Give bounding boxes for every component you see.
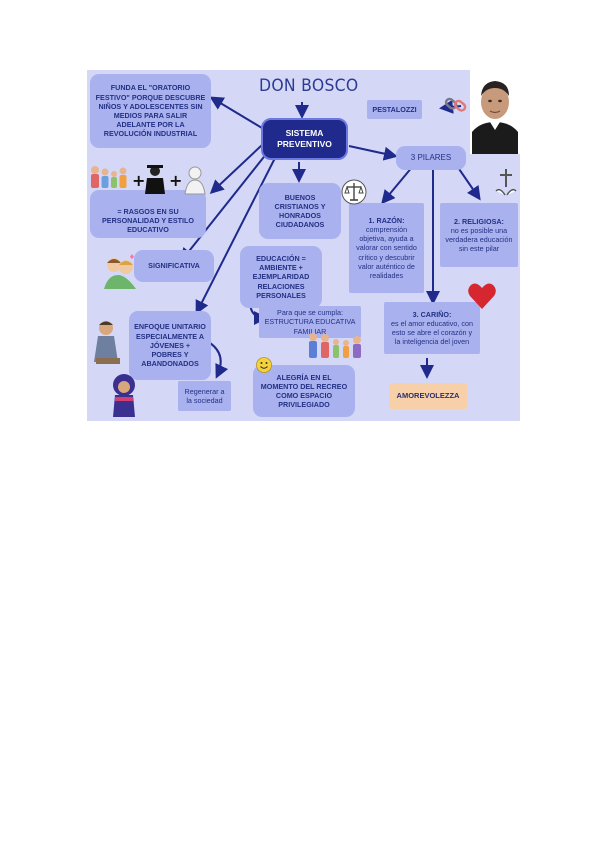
enfoque-unitario-node: ENFOQUE UNITARIO ESPECIALMENTE A JÓVENES…: [129, 311, 211, 380]
family-group-icon: [305, 330, 367, 360]
rasgos-node: = RASGOS EN SU PERSONALIDAD Y ESTILO EDU…: [90, 190, 206, 238]
family-icon: + +: [87, 162, 210, 196]
estructura-educativa-node: Para que se cumpla: ESTRUCTURA EDUCATIVA…: [259, 306, 361, 338]
sistema-preventivo-node: SISTEMA PREVENTIVO: [261, 118, 348, 160]
smiley-icon: [256, 357, 272, 373]
significativa-node: SIGNIFICATIVA: [134, 250, 214, 282]
cross-hands-icon: [493, 167, 519, 201]
funda-oratorio-node: FUNDA EL "ORATORIO FESTIVO" PORQUE DESCU…: [90, 74, 211, 148]
carino-text: es el amor educativo, con esto se abre e…: [391, 318, 473, 347]
concept-map: DON BOSCO SISTEMA PREVENTIVO PESTALOZZI …: [87, 70, 520, 421]
alegria-recreo-node: ALEGRÍA EN EL MOMENTO DEL RECREO COMO ES…: [253, 365, 355, 417]
arrow-to-funda: [209, 96, 263, 129]
balance-scale-icon: [341, 178, 367, 206]
tres-pilares-node: 3 PILARES: [396, 146, 466, 170]
arrow-to-razon: [381, 165, 414, 205]
religiosa-label: 2. RELIGIOSA:: [454, 216, 504, 226]
educacion-ambiente-node: EDUCACIÓN = AMBIENTE + EJEMPLARIDAD RELA…: [240, 246, 322, 308]
arrow-to-pestalozzi: [439, 99, 462, 114]
razon-text: comprensión objetiva, ayuda a valorar co…: [356, 224, 417, 280]
pestalozzi-node: PESTALOZZI: [367, 100, 422, 119]
carino-label: 3. CARIÑO:: [412, 309, 452, 319]
regenerar-node: Regenerar a la sociedad: [178, 381, 231, 411]
page-title: DON BOSCO: [259, 76, 359, 96]
arrow-to-religiosa: [456, 165, 481, 201]
svg-text:+: +: [169, 171, 182, 190]
svg-text:+: +: [132, 171, 145, 190]
children-hug-icon: [100, 253, 140, 289]
poor-child-icon: [88, 318, 128, 368]
heart-icon: [467, 282, 497, 310]
arrow-to-significativa: [180, 152, 268, 263]
arrow-to-regenerar: [209, 342, 229, 379]
razon-node: 1. RAZÓN: comprensión objetiva, ayuda a …: [349, 203, 424, 293]
razon-label: 1. RAZÓN:: [368, 215, 405, 225]
don-bosco-portrait: [470, 70, 520, 154]
child-in-hood-icon: [111, 373, 137, 417]
arrow-to-pilares: [348, 145, 398, 161]
amorevolezza-node: AMOREVOLEZZA: [389, 383, 467, 409]
chain-link-icon: [444, 94, 468, 114]
carino-node: 3. CARIÑO: es el amor educativo, con est…: [384, 302, 480, 354]
buenos-cristianos-node: BUENOS CRISTIANOS Y HONRADOS CIUDADANOS: [259, 183, 341, 239]
arrow-to-rasgos: [209, 144, 263, 195]
religiosa-node: 2. RELIGIOSA: no es posible una verdader…: [440, 203, 518, 267]
religiosa-text: no es posible una verdadera educación si…: [445, 225, 513, 254]
